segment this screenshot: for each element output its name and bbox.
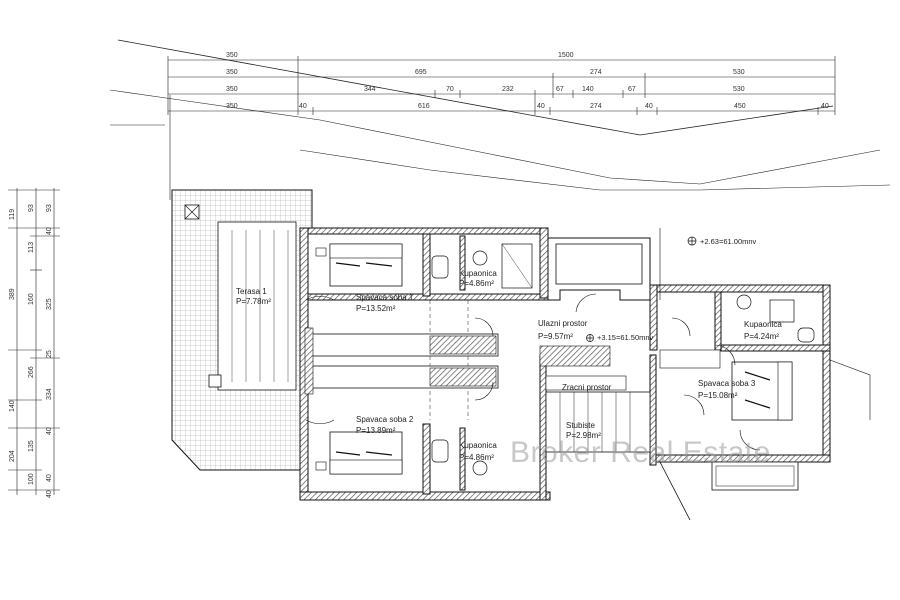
right-extras bbox=[586, 228, 871, 521]
dim-l1-f: 100 bbox=[28, 473, 35, 485]
dim-l2-b: 113 bbox=[28, 242, 35, 253]
bathroom3-name: Kupaonica bbox=[744, 320, 782, 329]
bedroom3-name: Spavaca soba 3 bbox=[698, 379, 756, 388]
site-lines bbox=[109, 39, 891, 200]
hall-level: +3.15=61.50mnv bbox=[597, 333, 654, 342]
dim-l3-c: 325 bbox=[46, 298, 53, 310]
dim-r3-b: 344 bbox=[364, 86, 376, 93]
dim-r2-d: 530 bbox=[733, 69, 745, 76]
beds bbox=[315, 243, 793, 475]
dim-l1-d: 140 bbox=[9, 400, 16, 412]
hall-name: Ulazni prostor bbox=[538, 319, 588, 328]
bedroom3-area: P=15.08m² bbox=[698, 391, 738, 400]
dim-l3-a: 93 bbox=[46, 204, 53, 212]
dim-r3-a: 350 bbox=[226, 86, 238, 93]
dim-l1-b: 389 bbox=[9, 288, 16, 300]
bathroom1-name: Kupaonica bbox=[459, 269, 497, 278]
top-level: +2.63=61.00mnv bbox=[700, 237, 757, 246]
dim-l3-d: 334 bbox=[46, 388, 53, 400]
dim-r3-d: 232 bbox=[502, 86, 514, 93]
terrace-name: Terasa 1 bbox=[236, 287, 267, 296]
dim-l2-f: 40 bbox=[46, 427, 53, 435]
airspace-name: Zracni prostor bbox=[562, 383, 612, 392]
dim-r4-g: 450 bbox=[734, 103, 746, 110]
wardrobes bbox=[304, 327, 721, 395]
dim-r2-a: 350 bbox=[226, 69, 238, 76]
dim-r3-g: 67 bbox=[628, 86, 636, 93]
bathroom1-area: P=4.86m² bbox=[459, 279, 494, 288]
hall-area: P=9.57m² bbox=[538, 332, 573, 341]
dim-l2-d: 25 bbox=[46, 350, 53, 358]
bathroom2-name: Kupaonica bbox=[459, 441, 497, 450]
dim-l1-c: 266 bbox=[28, 366, 35, 378]
dim-r1-a: 350 bbox=[226, 52, 238, 59]
dim-r3-f: 140 bbox=[582, 86, 594, 93]
bedroom1-name: Spavaca soba 1 bbox=[356, 293, 414, 302]
dim-l2-e: 135 bbox=[28, 440, 35, 452]
top-dimensions: 350 1500 350 695 274 530 350 344 70 232 … bbox=[167, 52, 836, 115]
terrace-area: P=7.78m² bbox=[236, 297, 271, 306]
dim-r4-b: 40 bbox=[299, 103, 307, 110]
room-labels: Spavaca soba 1 P=13.52m² Kupaonica P=4.8… bbox=[356, 237, 782, 462]
bathroom2-area: P=4.86m² bbox=[459, 453, 494, 462]
dim-l1-g: 40 bbox=[46, 490, 53, 498]
stairs-area: P=2.98m² bbox=[566, 431, 601, 440]
dim-l3-b: 40 bbox=[46, 227, 53, 235]
dim-r3-e: 67 bbox=[556, 86, 564, 93]
bathroom-fixtures bbox=[431, 243, 815, 476]
dim-r4-d: 40 bbox=[537, 103, 545, 110]
dim-r4-e: 274 bbox=[590, 103, 602, 110]
dim-r4-f: 40 bbox=[645, 103, 653, 110]
dim-r1-b: 1500 bbox=[558, 52, 574, 59]
bedroom2-name: Spavaca soba 2 bbox=[356, 415, 414, 424]
dim-l2-c: 160 bbox=[28, 293, 35, 305]
bathroom3-area: P=4.24m² bbox=[744, 332, 779, 341]
dim-r4-c: 616 bbox=[418, 103, 430, 110]
building-walls bbox=[299, 227, 831, 501]
terrace: Terasa 1 P=7.78m² bbox=[171, 189, 313, 471]
dim-r2-b: 695 bbox=[415, 69, 427, 76]
dim-l1-e: 204 bbox=[9, 450, 16, 462]
dim-r4-h: 40 bbox=[821, 103, 829, 110]
stairs-name: Stubiste bbox=[566, 421, 595, 430]
dim-r3-h: 530 bbox=[733, 86, 745, 93]
bedroom2-area: P=13.89m² bbox=[356, 426, 396, 435]
stairs bbox=[545, 375, 651, 453]
watermark: Broker Real Estate bbox=[510, 436, 771, 469]
dim-l2-a: 93 bbox=[28, 204, 35, 212]
bedroom1-area: P=13.52m² bbox=[356, 304, 396, 313]
doors bbox=[305, 293, 761, 451]
dim-r4-a: 350 bbox=[226, 103, 238, 110]
left-dimensions: 119 389 266 140 204 100 40 93 113 160 25… bbox=[8, 188, 60, 498]
dim-l1-a: 119 bbox=[9, 209, 16, 220]
dim-r3-c: 70 bbox=[446, 86, 454, 93]
dim-l3-e: 40 bbox=[46, 474, 53, 482]
dim-r2-c: 274 bbox=[590, 69, 602, 76]
